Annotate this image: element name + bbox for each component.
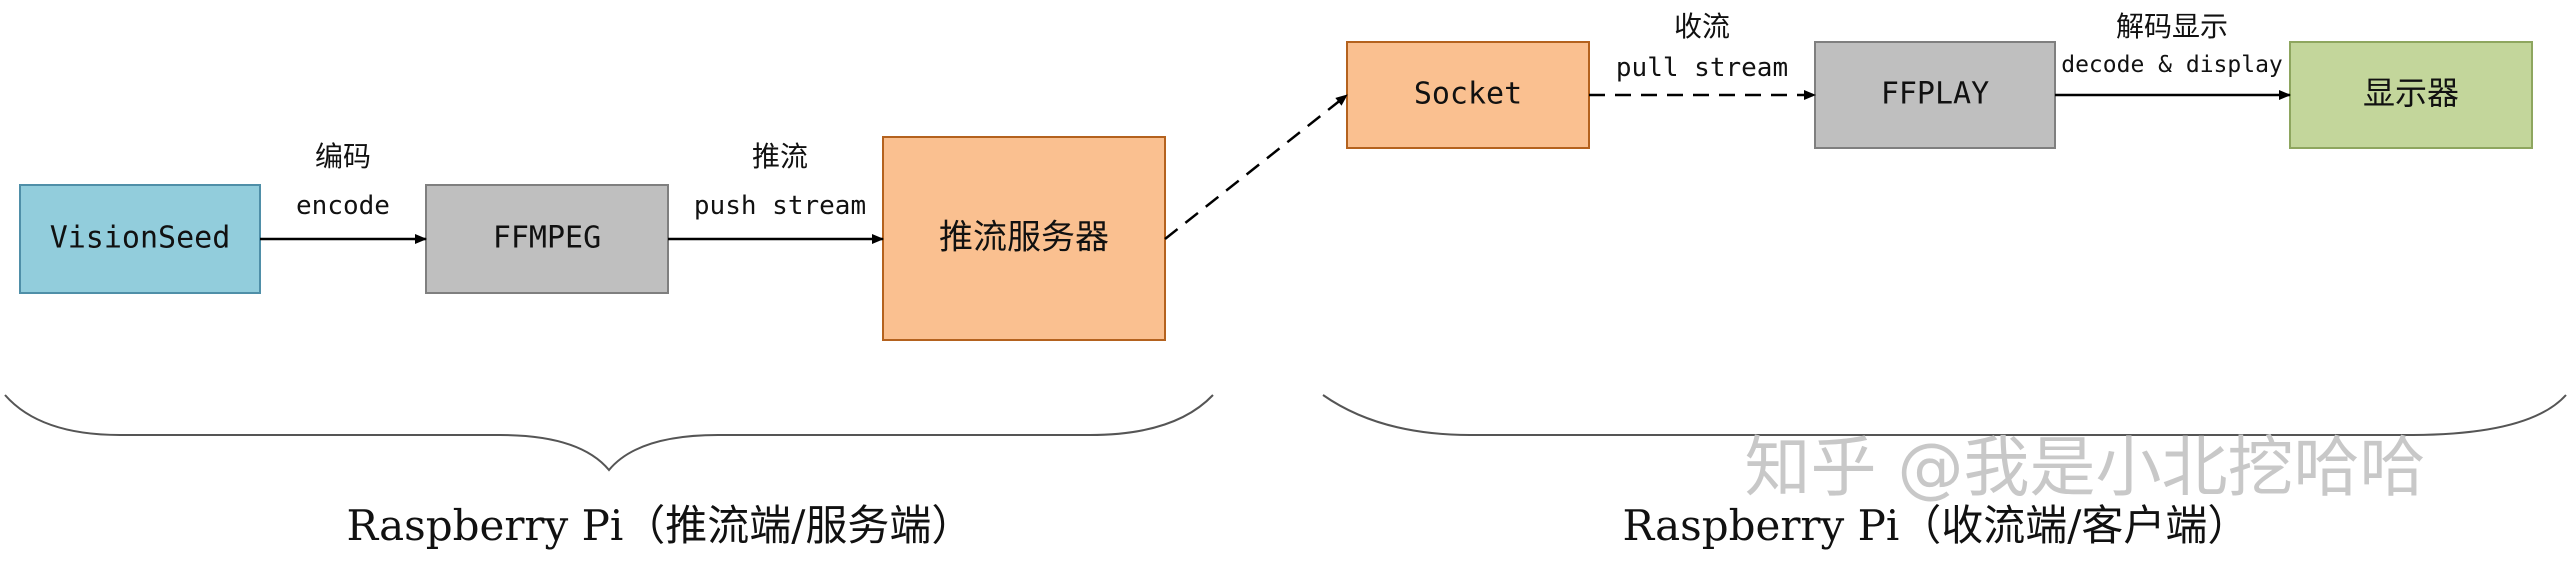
socket-box: [1346, 41, 1590, 149]
visionseed-label: VisionSeed: [50, 221, 231, 256]
push-server-label: 推流服务器: [939, 218, 1109, 258]
server-group-label: Raspberry Pi（推流端/服务端）: [347, 501, 974, 550]
watermark: 知乎 @我是小北挖哈哈: [1745, 429, 2426, 506]
pull-label-en: pull stream: [1616, 53, 1788, 83]
encode-label-cn: 编码: [315, 140, 371, 173]
ffplay-box: [1814, 41, 2056, 149]
client-group-label: Raspberry Pi（收流端/客户端）: [1623, 501, 2250, 550]
ffmpeg-box: [425, 184, 669, 294]
decode-label-en: decode & display: [2061, 52, 2283, 78]
pull-label-cn: 收流: [1674, 10, 1730, 43]
socket-label: Socket: [1414, 77, 1522, 112]
server-group-brace: [4, 394, 1214, 472]
decode-label-cn: 解码显示: [2116, 10, 2228, 43]
display-label: 显示器: [2363, 74, 2459, 112]
encode-label-en: encode: [296, 191, 390, 221]
push-server-box: [882, 136, 1166, 341]
push-label-cn: 推流: [752, 140, 808, 173]
visionseed-box: [19, 184, 261, 294]
ffplay-label: FFPLAY: [1881, 77, 1989, 112]
server-to-socket-arrow: [1164, 94, 1348, 240]
display-box: [2289, 41, 2533, 149]
client-group-brace: [1322, 394, 2567, 436]
push-label-en: push stream: [694, 191, 866, 221]
ffmpeg-label: FFMPEG: [493, 221, 601, 256]
